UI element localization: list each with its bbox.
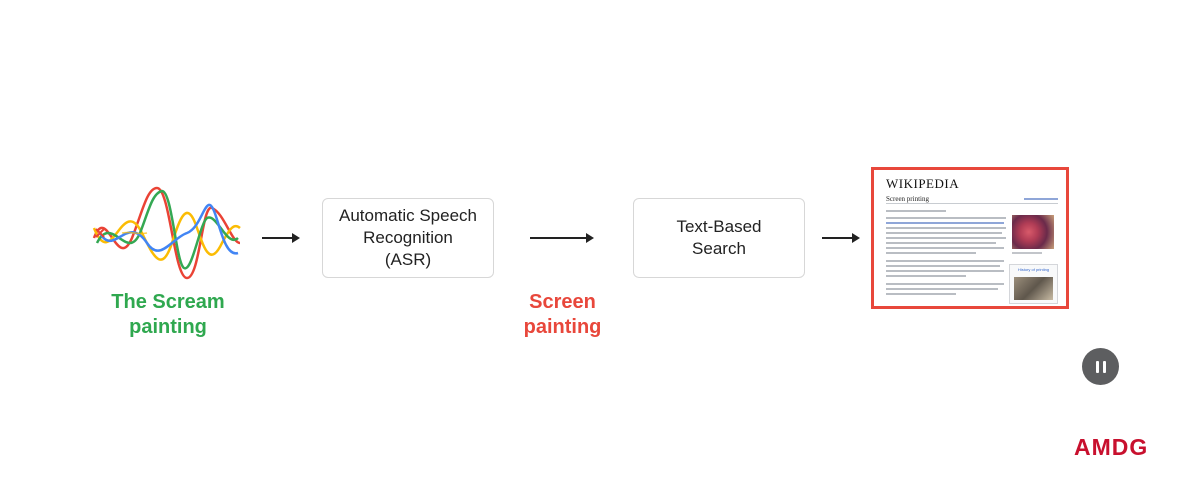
asr-label-line-2: Recognition [363, 228, 453, 247]
pause-button[interactable] [1082, 348, 1119, 385]
wiki-text-line [886, 232, 1002, 234]
wiki-text-line [886, 275, 966, 277]
asr-label-line-3: (ASR) [384, 250, 432, 269]
wiki-article-title: Screen printing [886, 195, 929, 203]
wiki-text-line [886, 237, 1006, 239]
brand-logo: AMDG [1074, 434, 1149, 460]
arrow-search-to-result [822, 233, 860, 243]
wikipedia-logo: WIKIPEDIA [886, 176, 960, 191]
intermediate-label-line-1: Screen [529, 291, 596, 313]
wiki-tabs [1024, 198, 1058, 200]
result-wikipedia-thumbnail: WIKIPEDIA Screen printing History of pri… [871, 167, 1069, 309]
wiki-text-line [886, 222, 1004, 224]
source-label: The Scream painting [88, 290, 248, 340]
asr-step-box: Automatic Speech Recognition (ASR) [322, 198, 494, 278]
wiki-text-line [886, 283, 1004, 285]
intermediate-label-line-2: painting [523, 316, 602, 338]
intermediate-label: Screen painting [490, 290, 635, 340]
sound-wave-icon [92, 186, 241, 280]
wiki-text-line [886, 227, 1006, 229]
pause-icon [1095, 360, 1099, 373]
search-label-line-1: Text-Based [676, 217, 762, 236]
search-label-line-2: Search [692, 239, 746, 258]
wiki-divider [886, 203, 1058, 204]
arrow-source-to-asr [262, 233, 300, 243]
wiki-text-line [886, 270, 1004, 272]
search-step-box: Text-Based Search [633, 198, 805, 278]
wiki-text-line [886, 242, 996, 244]
arrow-asr-to-search [530, 233, 594, 243]
pause-icon-bar [1102, 360, 1106, 373]
wiki-article-image [1012, 215, 1054, 249]
wiki-infobox: History of printing [1009, 264, 1058, 304]
wiki-text-line [886, 217, 1006, 219]
wiki-text-line [886, 210, 946, 212]
source-label-line-1: The Scream [111, 291, 225, 313]
wiki-text-line [886, 252, 976, 254]
wiki-text-line [886, 265, 1000, 267]
asr-label-line-1: Automatic Speech [339, 206, 477, 225]
wiki-text-line [886, 247, 1004, 249]
source-label-line-2: painting [129, 316, 207, 338]
wiki-infobox-image [1014, 277, 1053, 300]
wiki-text-line [886, 288, 998, 290]
wiki-infobox-title: History of printing [1017, 267, 1050, 272]
wiki-text-line [886, 260, 1004, 262]
wiki-image-caption [1012, 252, 1042, 254]
wiki-text-line [886, 293, 956, 295]
